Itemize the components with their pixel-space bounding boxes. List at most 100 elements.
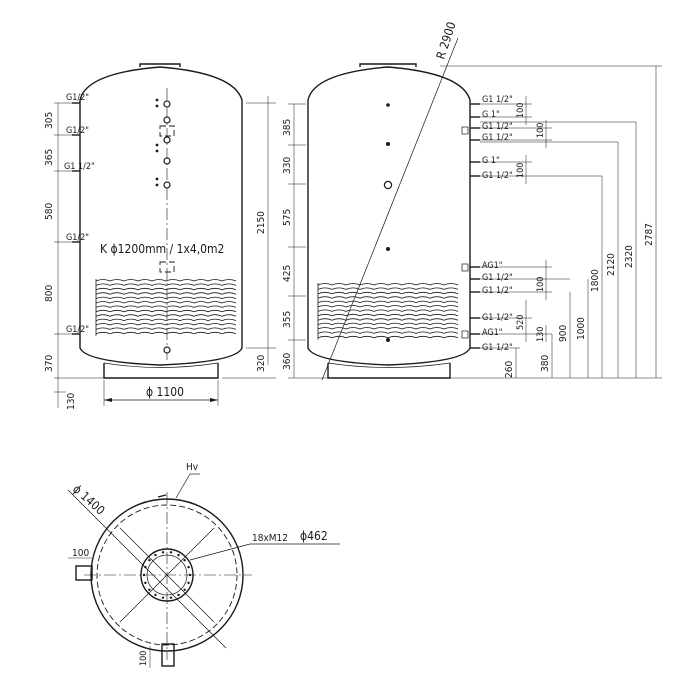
right-conn-3: G1 1/2" (482, 122, 513, 132)
coil-turn (317, 305, 459, 308)
right-conn-9: G1 1/2" (482, 286, 513, 296)
top-flange-label: 18xM12 (252, 533, 288, 544)
coil-turn (95, 287, 237, 291)
left-conn-label-5: G1/2" (66, 325, 89, 335)
top-flange-diameter: ϕ462 (300, 529, 328, 543)
right-conn-2: G 1" (482, 110, 500, 120)
right-pair-100-a: 100 (516, 103, 526, 118)
right-tank-view: R 2900 G1 1/ (282, 20, 662, 381)
coil-turn (317, 322, 459, 326)
flange-bolt (183, 559, 186, 562)
right-left-dimension-chain (288, 103, 328, 379)
coil-turn (95, 309, 237, 313)
right-pair-130: 130 (536, 327, 546, 342)
left-dim-370: 370 (44, 355, 55, 372)
top-outer-diameter: ϕ 1400 (70, 482, 108, 518)
coil-turn (317, 283, 459, 286)
right-conn-5: G 1" (482, 156, 500, 166)
right-connection-stubs (461, 103, 480, 349)
coil-turn (317, 313, 459, 317)
coil-turn (95, 318, 237, 322)
left-dim-365: 365 (44, 149, 55, 166)
right-h-900: 900 (558, 325, 569, 342)
flange-bolt (177, 553, 180, 557)
right-central-fittings (383, 103, 393, 342)
coil-turn (95, 331, 237, 335)
right-tank-base (327, 363, 451, 379)
flange-bolt (169, 551, 173, 554)
flange-bolt (187, 581, 190, 585)
right-pair-100-b: 100 (536, 123, 546, 138)
right-top-fitting (359, 63, 417, 67)
right-h-2120: 2120 (606, 253, 617, 276)
right-dim-360: 360 (282, 353, 293, 370)
right-conn-7: AG1" (482, 261, 503, 271)
left-conn-label-2: G1/2" (66, 126, 89, 136)
coil-turn (95, 292, 237, 295)
right-h-260: 260 (504, 361, 515, 378)
top-insulation-circle (96, 504, 238, 646)
flange-bolt (148, 559, 151, 562)
left-conn-label-1: G1/2" (66, 93, 89, 103)
left-diameter-dim (103, 380, 219, 406)
top-left-stub (75, 565, 93, 581)
coil-turn (317, 291, 459, 295)
right-h-2320: 2320 (624, 245, 635, 268)
coil-turn (95, 327, 237, 330)
left-conn-label-4: G1/2" (66, 233, 89, 243)
flange-bolt (154, 553, 157, 557)
left-dim-2150: 2150 (256, 211, 267, 234)
right-h-2787: 2787 (644, 223, 655, 246)
right-conn-4: G1 1/2" (482, 133, 513, 143)
left-dim-800: 800 (44, 285, 55, 302)
left-conn-label-3: G1 1/2" (64, 162, 95, 172)
flange-bolt (154, 593, 157, 597)
left-coil-label: K ϕ1200mm / 1x4,0m2 (100, 242, 224, 256)
left-base-curve (103, 362, 219, 368)
flange-bolt (177, 593, 180, 597)
right-dim-575: 575 (282, 209, 293, 226)
left-height-dim (222, 96, 276, 379)
top-stub-label: 100 (72, 548, 89, 559)
left-dimension-chain (54, 102, 104, 408)
right-coil (317, 283, 459, 340)
right-conn-10: AG1" (482, 328, 503, 338)
right-conn-1: G1 1/2" (482, 95, 513, 105)
top-diag-2 (119, 527, 215, 623)
right-conn-8: G1 1/2" (482, 273, 513, 283)
right-height-dims (440, 65, 662, 379)
left-tank-view: K ϕ1200mm / 1x4,0m2 G1/2" G1/2" G1 1/2" … (44, 63, 276, 410)
coil-turn (95, 283, 237, 286)
left-top-fitting (139, 63, 181, 67)
left-connection-stubs (72, 102, 80, 335)
coil-turn (95, 305, 237, 308)
right-h-380: 380 (540, 355, 551, 372)
left-diameter-label: ϕ 1100 (146, 385, 184, 399)
right-h-1800: 1800 (590, 269, 601, 292)
right-base-curve (327, 362, 451, 368)
flange-bolt (183, 588, 186, 591)
left-dim-305: 305 (44, 112, 55, 129)
left-dim-580: 580 (44, 203, 55, 220)
top-view: ϕ 1400 Hv 100 18xM12 ϕ462 100 (67, 462, 340, 668)
coil-turn (317, 335, 459, 339)
right-pair-100-d: 100 (536, 277, 546, 292)
right-pair-100-c: 100 (516, 163, 526, 178)
flange-bolt (148, 588, 151, 591)
coil-turn (317, 296, 459, 299)
flange-bolt (161, 551, 165, 554)
right-h-1000: 1000 (576, 317, 587, 340)
coil-turn (317, 327, 459, 330)
right-radius-label: R 2900 (434, 20, 459, 61)
flange-bolt (187, 565, 190, 569)
flange-bolt (161, 596, 165, 599)
coil-turn (95, 323, 237, 326)
top-bottom-stub (161, 643, 175, 667)
top-flange-leader (189, 543, 251, 561)
right-dim-425: 425 (282, 265, 293, 282)
coil-turn (95, 296, 237, 300)
left-dim-130: 130 (66, 393, 77, 410)
right-dim-385: 385 (282, 119, 293, 136)
left-central-fittings (155, 98, 175, 354)
